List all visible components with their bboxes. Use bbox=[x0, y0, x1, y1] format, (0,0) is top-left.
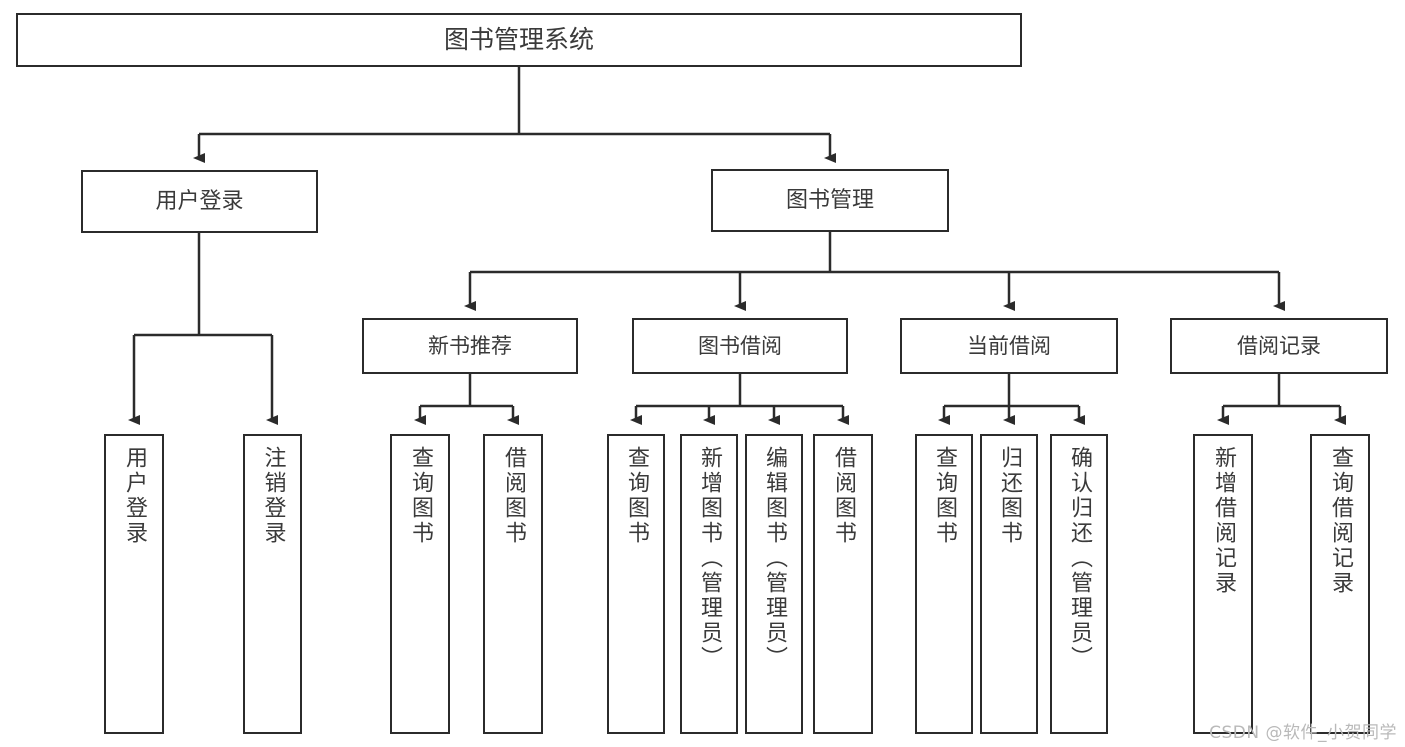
node-label: 归还图书 bbox=[997, 446, 1022, 546]
node-label: 确认归还（管理员） bbox=[1067, 446, 1092, 671]
leaf-book-borrow-add[interactable]: 新增图书（管理员） bbox=[680, 434, 738, 734]
leaf-book-borrow-borrow[interactable]: 借阅图书 bbox=[813, 434, 873, 734]
node-label: 当前借阅 bbox=[967, 333, 1051, 358]
node-label: 借阅记录 bbox=[1237, 333, 1321, 358]
node-label: 注销登录 bbox=[260, 446, 286, 546]
leaf-current-borrow-query[interactable]: 查询图书 bbox=[915, 434, 973, 734]
node-label: 新增借阅记录 bbox=[1211, 446, 1236, 596]
node-current-borrow[interactable]: 当前借阅 bbox=[900, 318, 1118, 374]
node-label: 查询借阅记录 bbox=[1328, 446, 1353, 596]
leaf-current-borrow-confirm-return[interactable]: 确认归还（管理员） bbox=[1050, 434, 1108, 734]
node-label: 借阅图书 bbox=[831, 446, 856, 546]
leaf-user-login-logout[interactable]: 注销登录 bbox=[243, 434, 302, 734]
node-root-system[interactable]: 图书管理系统 bbox=[16, 13, 1022, 67]
node-book-borrow[interactable]: 图书借阅 bbox=[632, 318, 848, 374]
node-label: 用户登录 bbox=[122, 446, 147, 546]
leaf-current-borrow-return[interactable]: 归还图书 bbox=[980, 434, 1038, 734]
node-label: 新增图书（管理员） bbox=[697, 446, 722, 671]
leaf-new-book-borrow[interactable]: 借阅图书 bbox=[483, 434, 543, 734]
node-borrow-record[interactable]: 借阅记录 bbox=[1170, 318, 1388, 374]
node-label: 新书推荐 bbox=[428, 333, 512, 358]
node-label: 图书借阅 bbox=[698, 333, 782, 358]
leaf-new-book-query[interactable]: 查询图书 bbox=[390, 434, 450, 734]
node-label: 查询图书 bbox=[932, 446, 957, 546]
node-label: 借阅图书 bbox=[501, 446, 526, 546]
leaf-book-borrow-edit[interactable]: 编辑图书（管理员） bbox=[745, 434, 803, 734]
node-label: 图书管理 bbox=[785, 187, 874, 213]
node-new-book-recommend[interactable]: 新书推荐 bbox=[362, 318, 578, 374]
node-label: 图书管理系统 bbox=[443, 25, 594, 55]
leaf-book-borrow-query[interactable]: 查询图书 bbox=[607, 434, 665, 734]
node-book-management[interactable]: 图书管理 bbox=[711, 169, 949, 232]
node-label: 编辑图书（管理员） bbox=[762, 446, 787, 671]
node-label: 查询图书 bbox=[408, 446, 433, 546]
node-label: 查询图书 bbox=[624, 446, 649, 546]
leaf-borrow-record-add[interactable]: 新增借阅记录 bbox=[1193, 434, 1253, 734]
node-user-login[interactable]: 用户登录 bbox=[81, 170, 318, 233]
leaf-user-login-login[interactable]: 用户登录 bbox=[104, 434, 164, 734]
csdn-watermark: CSDN @软件_小贺同学 bbox=[1209, 723, 1397, 743]
node-label: 用户登录 bbox=[155, 188, 244, 214]
leaf-borrow-record-query[interactable]: 查询借阅记录 bbox=[1310, 434, 1370, 734]
